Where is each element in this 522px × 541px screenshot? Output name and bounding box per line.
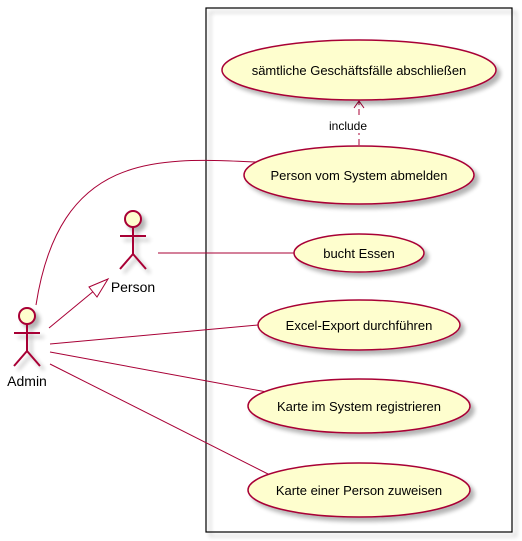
admin-excel-line bbox=[49, 324, 259, 345]
include-arrowhead bbox=[353, 100, 365, 109]
system-boundary bbox=[205, 7, 513, 533]
include-label: include bbox=[329, 119, 367, 133]
generalization-arrowhead bbox=[88, 277, 110, 298]
association-lines bbox=[35, 159, 295, 479]
actor-admin-head bbox=[18, 307, 36, 325]
usecase-close-all[interactable]: sämtliche Geschäftsfälle abschließen bbox=[221, 39, 497, 101]
usecase-book-food-label: bucht Essen bbox=[323, 246, 395, 261]
actor-person-label: Person bbox=[111, 279, 155, 295]
usecase-register-card-label: Karte im System registrieren bbox=[277, 399, 441, 414]
usecase-logout-label: Person vom System abmelden bbox=[270, 168, 447, 183]
usecase-close-all-label: sämtliche Geschäftsfälle abschließen bbox=[252, 63, 467, 78]
actor-admin-label: Admin bbox=[7, 373, 47, 389]
usecase-register-card[interactable]: Karte im System registrieren bbox=[247, 378, 471, 434]
usecase-assign-card-label: Karte einer Person zuweisen bbox=[276, 483, 442, 498]
admin-logout-line bbox=[35, 159, 257, 306]
admin-person-generalization-line bbox=[48, 289, 96, 329]
usecase-assign-card[interactable]: Karte einer Person zuweisen bbox=[247, 462, 471, 518]
usecase-book-food[interactable]: bucht Essen bbox=[293, 233, 425, 273]
admin-register-line bbox=[49, 351, 273, 394]
admin-assign-line bbox=[49, 363, 277, 479]
actor-person-head bbox=[124, 210, 142, 228]
actor-person[interactable] bbox=[119, 210, 147, 270]
usecase-excel-export[interactable]: Excel-Export durchführen bbox=[257, 299, 461, 351]
usecase-excel-export-label: Excel-Export durchführen bbox=[286, 318, 433, 333]
include-label-bg bbox=[322, 117, 374, 133]
usecase-logout[interactable]: Person vom System abmelden bbox=[243, 145, 475, 205]
actor-admin[interactable] bbox=[13, 307, 41, 367]
